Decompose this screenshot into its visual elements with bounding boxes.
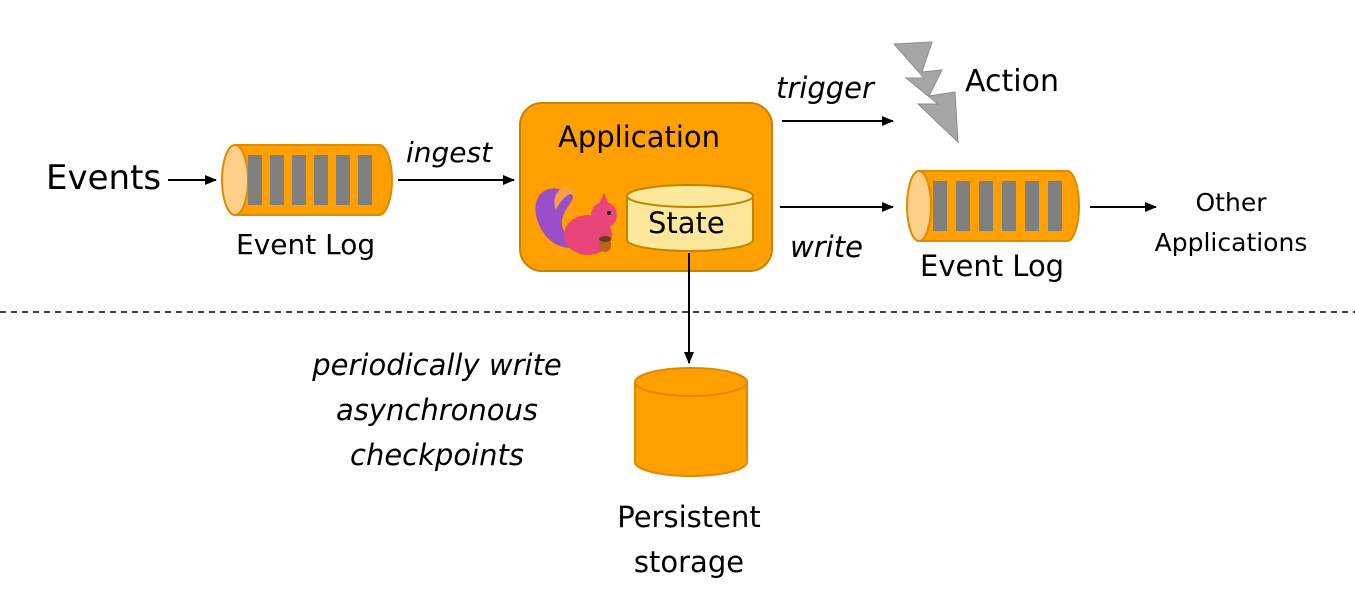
state-store [626,184,754,252]
checkpoint-line3: checkpoints [350,438,524,472]
log-segments [933,181,1062,231]
state-label: State [648,206,725,240]
event-log-left-label: Event Log [236,228,376,261]
trigger-label: trigger [776,71,874,105]
event-log-right-label: Event Log [920,249,1065,283]
persistent-storage [634,367,748,477]
application-label: Application [558,120,721,154]
events-label: Events [46,158,162,198]
squirrel-mascot-icon [535,186,617,255]
other-applications-label: Other Applications [1146,183,1316,263]
checkpoint-note: periodically write asynchronous checkpoi… [292,343,582,478]
checkpoint-line2: asynchronous [335,393,539,427]
persistent-storage-label: Persistent storage [596,495,782,585]
checkpoint-line1: periodically write [312,348,562,382]
action-label: Action [965,64,1059,99]
other-apps-line1: Other [1195,188,1267,217]
event-log-right [906,170,1080,242]
storage-line1: Persistent [617,500,761,534]
event-log-left [221,144,393,216]
lightning-icon [892,41,959,144]
other-apps-line2: Applications [1154,228,1308,257]
storage-line2: storage [633,545,745,579]
write-label: write [790,230,863,264]
ingest-label: ingest [406,136,493,169]
log-segments [248,155,372,205]
